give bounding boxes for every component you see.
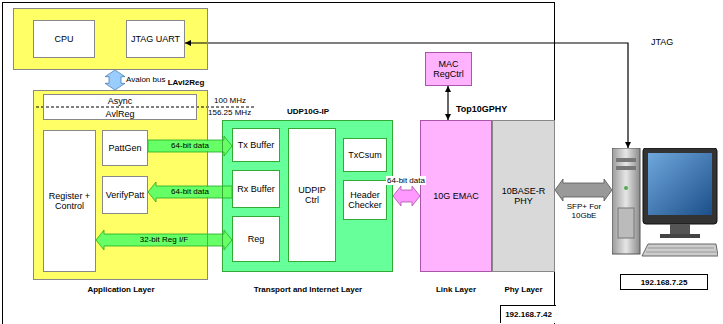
async-avlreg: AsyncAvlReg	[43, 94, 197, 120]
box-label: VerifyPatt	[106, 190, 145, 200]
layer-label: Phy Layer	[493, 285, 554, 294]
box-label: 10BASE-R PHY	[493, 186, 554, 207]
clock-domain-line	[36, 107, 254, 108]
reg-box: Reg	[232, 216, 280, 262]
layer-label: Application Layer	[34, 285, 208, 294]
edge-label: SFP+ For 10GbE	[560, 202, 608, 220]
edge-label: Avalon bus	[126, 75, 165, 84]
jtag-uart-box: JTAG UART	[126, 20, 185, 58]
fpga-board: 192.168.7.42 CPU JTAG UART LAvl2RegApplicat…	[2, 2, 555, 324]
bus-arrow	[148, 136, 232, 156]
udpip-ctrl-box: UDPIP Ctrl	[288, 128, 336, 262]
edge-label: JTAG	[650, 37, 674, 47]
rx-buffer-box: Rx Buffer	[232, 170, 280, 208]
host-pc: 192.168.7.25	[612, 148, 718, 292]
mac-regctrl-box: MAC RegCtrl	[425, 52, 472, 86]
box-label: Register + Control	[46, 191, 93, 212]
app-layer-fill	[33, 90, 208, 280]
phy-box: 10BASE-R PHYPhy Layer	[492, 120, 555, 272]
clock-label: 100 MHz	[214, 96, 246, 105]
tx-buffer-box: Tx Buffer	[232, 128, 280, 162]
edge-label: 64-bit data	[170, 141, 210, 150]
box-label: LAvl2Reg	[162, 78, 210, 87]
bus-arrow	[96, 230, 232, 250]
application-layer: LAvl2RegApplication LayerAsyncAvlRegRegi…	[33, 90, 208, 280]
edge-label: 64-bit data	[170, 187, 210, 196]
layer-label: AvlReg	[44, 109, 196, 119]
bus-arrow	[105, 70, 125, 90]
emac-box: 10G EMACLink Layer	[420, 120, 492, 272]
box-label: Reg	[248, 234, 265, 244]
box-label: Tx Buffer	[238, 140, 274, 150]
layer-label: Link Layer	[421, 285, 491, 294]
pattgen-box: PattGen	[102, 130, 148, 166]
bus-arrow	[148, 182, 232, 202]
txcsum-box: TxCsum	[343, 138, 387, 172]
udp-fill	[222, 120, 393, 272]
box-label: 10G EMAC	[433, 191, 479, 201]
box-label: Header Checker	[346, 190, 384, 211]
box-label: 192.168.7.25	[620, 274, 708, 290]
verifypatt-box: VerifyPatt	[102, 176, 148, 214]
box-label: TxCsum	[348, 150, 382, 160]
cpu-group: CPU JTAG UART	[13, 8, 208, 70]
bus-arrow	[393, 186, 420, 206]
box-label: Async	[44, 96, 196, 106]
udp10g-ip: UDP10G-IPTransport and Internet LayerTx …	[222, 120, 393, 272]
cpu-group-fill	[13, 8, 208, 70]
pc-illustration	[612, 148, 718, 270]
cpu-box: CPU	[33, 20, 95, 58]
clock-label: 156.25 MHz	[208, 108, 251, 117]
box-label: CPU	[54, 34, 73, 44]
register-control-box: Register + Control	[43, 130, 96, 272]
box-label: PattGen	[108, 143, 141, 153]
box-label: MAC RegCtrl	[428, 59, 469, 80]
box-label: UDPIP Ctrl	[291, 185, 333, 206]
register-link	[445, 86, 451, 120]
module-name: Top10GPHY	[456, 104, 507, 114]
bus-arrow	[555, 179, 612, 201]
box-label: Rx Buffer	[237, 184, 274, 194]
header-checker-box: Header Checker	[343, 180, 387, 220]
layer-label: Transport and Internet Layer	[223, 285, 393, 294]
edge-label: 32-bit Reg I/F	[139, 235, 189, 244]
box-label: JTAG UART	[131, 34, 180, 44]
box-label: 192.168.7.42	[500, 305, 556, 323]
edge-label: 64-bit data	[386, 176, 426, 185]
